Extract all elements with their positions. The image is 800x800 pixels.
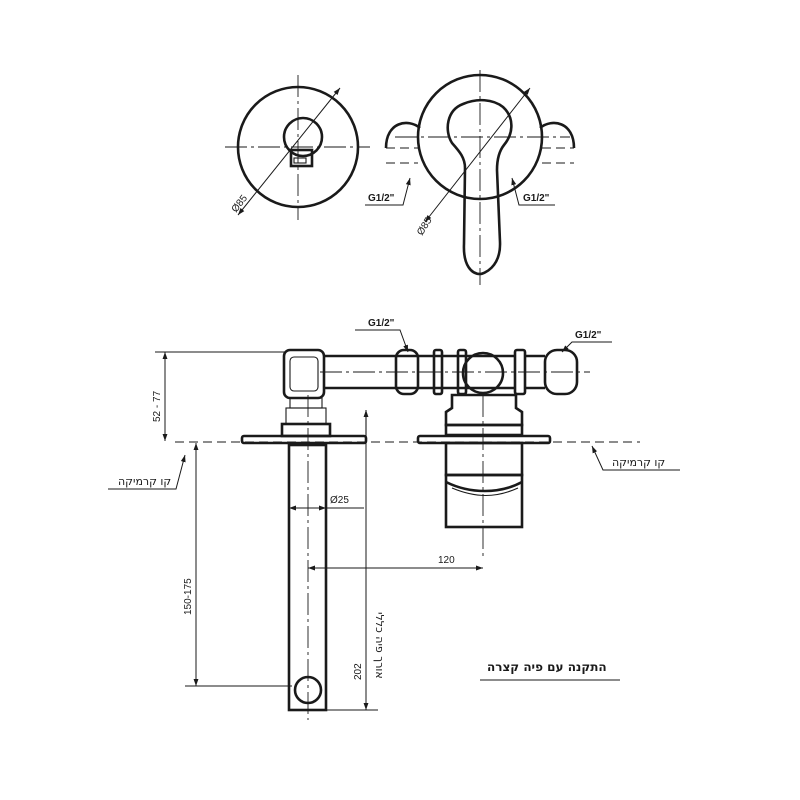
- depth-label: 150-175: [183, 578, 194, 615]
- spout-length-label: 202: [353, 663, 364, 680]
- tile-leader-left: [108, 454, 186, 490]
- spout-elbow-inner: [289, 356, 319, 392]
- spout-nut: [285, 407, 327, 425]
- handle-curve: [445, 480, 523, 493]
- diameter-dim-line-right: [424, 87, 531, 223]
- valve-housing-ring: [444, 423, 524, 437]
- mixer-body-round: [461, 351, 505, 395]
- side-thread-leader-right: [561, 341, 612, 353]
- handle-curve-inner: [451, 487, 519, 496]
- tile-leader-right: [591, 445, 680, 471]
- side-thread-label-left: G1/2": [368, 318, 395, 329]
- valve-housing-top: [444, 393, 524, 427]
- inlet-nut-right: [543, 348, 579, 396]
- spout-length-note: אורך פיה כללי: [373, 612, 386, 679]
- valve-body: [444, 441, 524, 477]
- union-ring-left: [432, 348, 444, 396]
- spout-nut-top: [289, 397, 323, 409]
- inlet-left-outline: [384, 121, 421, 149]
- thread-label-right: G1/2": [523, 193, 550, 204]
- top-view-left: Ø85: [225, 75, 370, 220]
- diameter-label-right: Ø85: [415, 215, 435, 237]
- height-label: 52 - 77: [152, 390, 163, 422]
- thread-leader-right: [511, 177, 555, 206]
- handle-side: [444, 473, 524, 529]
- spout-collar: [280, 422, 332, 438]
- spout-base-notch: [293, 157, 307, 164]
- tile-label-left: קו קרמיקה: [118, 475, 171, 488]
- side-view: 52 - 77 150-175 קו קרמיקה קו קרמיקה Ø25 …: [108, 318, 680, 720]
- spout-diameter-label: Ø25: [330, 495, 349, 506]
- offset-label: 120: [438, 555, 455, 566]
- top-view-right: Ø85 G1/2" G1/2": [365, 70, 576, 285]
- caption: התקנה עם פיה קצרה: [487, 660, 607, 674]
- inlet-right-outline: [539, 121, 576, 149]
- spout-pipe: [287, 443, 328, 712]
- side-thread-leader-left: [355, 329, 409, 353]
- thread-leader-left: [365, 177, 411, 206]
- tile-label-right: קו קרמיקה: [612, 456, 665, 469]
- side-thread-label-right: G1/2": [575, 330, 602, 341]
- thread-label-left: G1/2": [368, 193, 395, 204]
- union-ring-right-2: [513, 348, 527, 396]
- spout-elbow: [282, 348, 326, 400]
- diameter-dim-line-left: [237, 87, 341, 216]
